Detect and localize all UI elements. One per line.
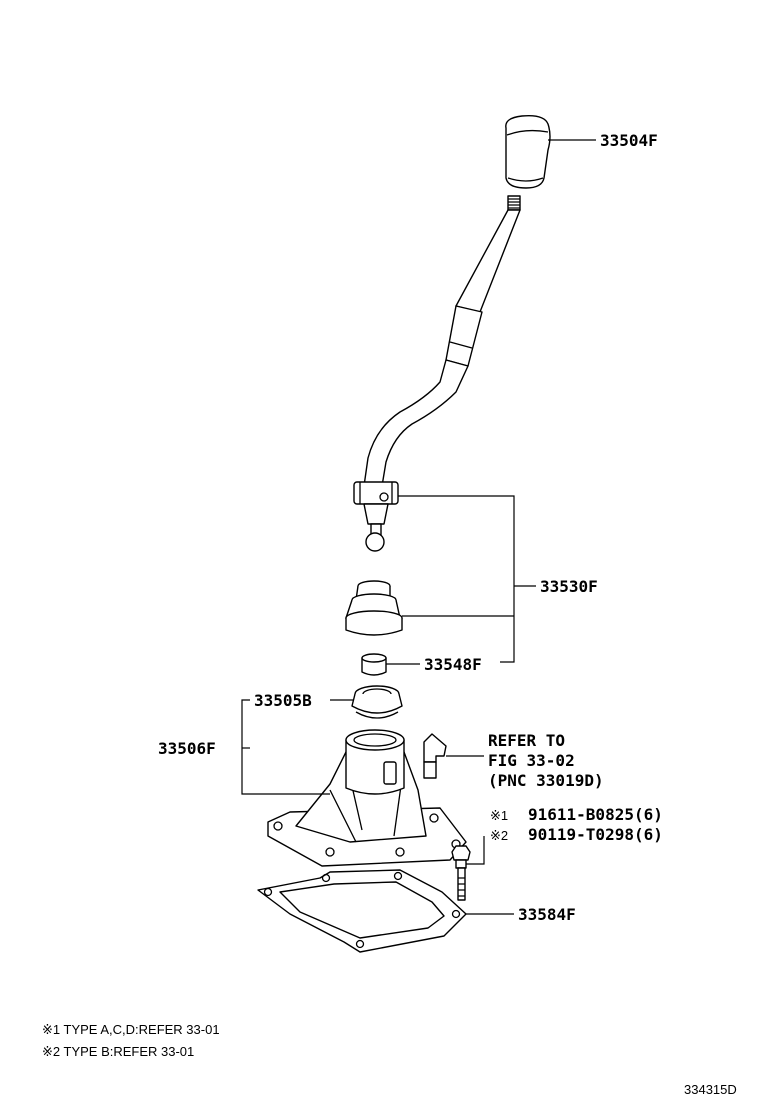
- boot-drawing: [345, 580, 403, 636]
- callout-lever-assy: 33530F: [540, 577, 598, 596]
- refer-line-2: FIG 33-02: [488, 751, 575, 770]
- refer-line-3: (PNC 33019D): [488, 771, 604, 790]
- refer-line-1: REFER TO: [488, 731, 565, 750]
- bushing-drawing: [361, 653, 387, 676]
- callout-bushing: 33548F: [424, 655, 482, 674]
- footnote-2: ※2 TYPE B:REFER 33-01: [42, 1044, 194, 1059]
- footnote-1: ※1 TYPE A,C,D:REFER 33-01: [42, 1022, 220, 1037]
- callout-retainer: 33506F: [158, 739, 216, 758]
- bolt-mark-1: ※1: [490, 808, 508, 823]
- refer-pipe-drawing: [423, 733, 447, 779]
- bolt-mark-2: ※2: [490, 828, 508, 843]
- callout-knob: 33504F: [600, 131, 658, 150]
- shift-knob-drawing: [505, 114, 551, 189]
- figure-id: 334315D: [684, 1082, 737, 1097]
- gasket-drawing: [257, 869, 467, 953]
- callout-bolt-1: 91611-B0825(6): [528, 805, 663, 824]
- callout-seat: 33505B: [254, 691, 312, 710]
- shift-lever-drawing: [353, 195, 521, 552]
- callout-gasket: 33584F: [518, 905, 576, 924]
- callout-bolt-2: 90119-T0298(6): [528, 825, 663, 844]
- seat-drawing: [351, 685, 403, 719]
- leader-lines: [241, 139, 596, 915]
- bolt-drawing: [451, 845, 471, 901]
